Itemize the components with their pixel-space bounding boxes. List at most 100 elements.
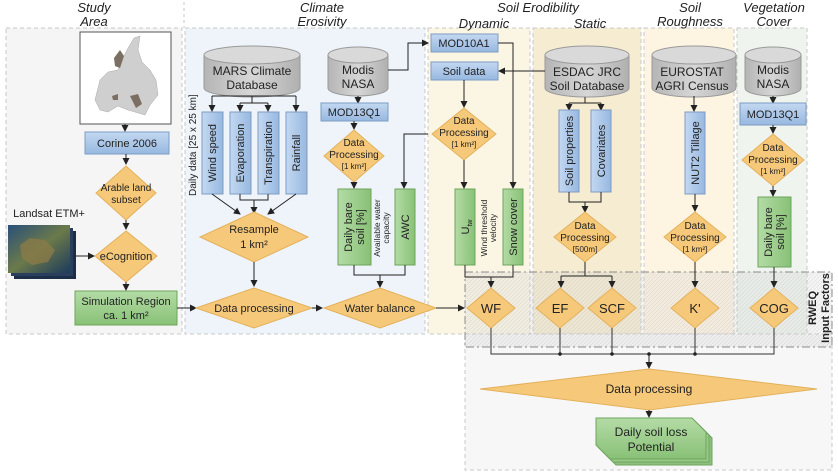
veg-modis-label-2: NASA	[757, 77, 790, 91]
arrow	[211, 193, 241, 215]
rainfall-label: Rainfall	[291, 135, 303, 172]
esdac-cylinder: ESDAC JRC Soil Database	[544, 45, 630, 98]
eurostat-cylinder: EUROSTAT AGRI Census	[651, 45, 737, 98]
static-proc-label-2: Processing	[560, 233, 609, 244]
connector	[212, 95, 296, 104]
static-proc-label-1: Data	[574, 221, 596, 232]
junction-dot	[558, 352, 562, 356]
snow-cover-label: Snow cover	[508, 198, 520, 256]
k-label: K'	[689, 301, 700, 316]
europe-map	[79, 31, 172, 125]
nut2-tillage-label: NUT2 Tillage	[690, 121, 702, 185]
simulation-label-2: ca. 1 km²	[103, 310, 149, 322]
utw-label: Utw	[460, 219, 474, 235]
climate-proc-label-2: Processing	[329, 150, 378, 161]
wind-speed-label: Wind speed	[207, 124, 219, 182]
dynamic-proc-label-3: [1 km²]	[452, 140, 476, 149]
mod10a1-label: MOD10A1	[438, 38, 489, 50]
junction-dot	[610, 352, 614, 356]
veg-proc-label-1: Data	[762, 143, 784, 154]
simulation-region-box	[74, 290, 178, 326]
corine-label: Corine 2006	[97, 138, 157, 150]
header-vegetation-2: Cover	[757, 14, 792, 29]
eurostat-label-1: EUROSTAT	[660, 65, 724, 79]
climate-proc-label-3: [1 km²]	[342, 162, 366, 171]
header-soil-erodibility: Soil Erodibility	[497, 0, 580, 15]
rainfall-box	[285, 111, 308, 195]
resample-label-2: 1 km²	[240, 239, 268, 251]
header-static: Static	[574, 16, 607, 31]
transpiration-label: Transpiration	[263, 121, 275, 185]
modis-label-2: NASA	[342, 77, 375, 91]
veg-bare-soil-label-2: soil [%]	[775, 214, 787, 249]
header-study-area-1: Study	[77, 0, 112, 15]
connector	[569, 97, 601, 104]
vegetation-modis-cylinder: Modis NASA	[744, 46, 802, 97]
mars-label-2: Database	[226, 78, 278, 92]
esdac-label-2: Soil Database	[550, 79, 625, 93]
roughness-column: EUROSTAT AGRI Census NUT2 Tillage Data P…	[651, 45, 737, 329]
scf-label: SCF	[599, 301, 625, 316]
output-label-1: Daily soil loss	[615, 425, 688, 439]
header-roughness-1: Soil	[679, 0, 702, 15]
climate-bare-soil-box	[337, 188, 372, 266]
water-balance-diamond	[322, 287, 438, 329]
arrow-to-awc	[400, 133, 428, 189]
evaporation-label: Evaporation	[235, 124, 247, 183]
veg-modis-label-1: Modis	[757, 63, 789, 77]
climate-bare-soil-label-2: soil [%]	[355, 209, 367, 244]
collector-lines	[490, 328, 775, 355]
cog-label: COG	[759, 301, 789, 316]
column-headers: Study Area Climate Erosivity Soil Erodib…	[77, 0, 804, 31]
header-dynamic: Dynamic	[459, 16, 510, 31]
header-climate-1: Climate	[300, 0, 344, 15]
awc-label: AWC	[400, 214, 412, 239]
veg-bare-soil-box	[757, 196, 792, 268]
header-vegetation-1: Vegetation	[743, 0, 805, 15]
landsat-image-stack	[8, 225, 76, 279]
awc-desc-label-2: capacity	[381, 212, 391, 244]
utw-desc-label-2: velocity	[488, 213, 498, 242]
junction-dot	[693, 352, 697, 356]
veg-proc-label-3: [1 km²]	[761, 167, 785, 176]
output-label-2: Potential	[628, 440, 675, 454]
dynamic-proc-label-2: Processing	[439, 128, 488, 139]
roughness-proc-label-3: [1 km²]	[683, 245, 707, 254]
veg-bare-soil-label-1: Daily bare	[763, 207, 775, 257]
roughness-proc-label-2: Processing	[670, 233, 719, 244]
awc-desc-label-1: Available water	[372, 199, 382, 257]
mars-database-cylinder: MARS Climate Database	[203, 45, 301, 98]
water-balance-label: Water balance	[345, 303, 416, 315]
esdac-label-1: ESDAC JRC	[553, 65, 621, 79]
soil-data-label: Soil data	[443, 66, 487, 78]
data-processing-diamond	[194, 287, 314, 329]
ecognition-label: eCognition	[100, 251, 153, 263]
connector	[561, 262, 612, 277]
data-processing-label: Data processing	[214, 303, 294, 315]
modis-label-1: Modis	[342, 63, 374, 77]
dynamic-proc-label-1: Data	[453, 116, 475, 127]
roughness-proc-label-1: Data	[684, 221, 706, 232]
study-area-column: Corine 2006 Arable land subset Landsat E…	[8, 31, 197, 326]
arrow-to-snow	[498, 42, 517, 189]
climate-bare-soil-label-1: Daily bare	[343, 202, 355, 252]
header-study-area-2: Area	[79, 14, 107, 29]
utw-sub: tw	[467, 219, 474, 227]
eurostat-label-2: AGRI Census	[655, 79, 728, 93]
climate-column: MARS Climate Database Daily data [25 x 2…	[188, 39, 465, 329]
simulation-label-1: Simulation Region	[81, 296, 170, 308]
arable-label-2: subset	[111, 195, 141, 206]
static-proc-label-3: [500m]	[573, 245, 597, 254]
soil-properties-label: Soil properties	[564, 115, 576, 186]
arable-label-1: Arable land	[101, 183, 152, 194]
dynamic-column: MOD10A1 Soil data Data Processing [1 km²…	[430, 33, 524, 329]
wf-label: WF	[481, 301, 501, 316]
mars-label-1: MARS Climate	[213, 64, 292, 78]
resample-label-1: Resample	[229, 224, 279, 236]
daily-data-label: Daily data [25 x 25 km]	[188, 94, 199, 196]
modis-nasa-cylinder: Modis NASA	[327, 46, 389, 97]
veg-mod13q1-label: MOD13Q1	[747, 109, 800, 121]
mod13q1-label: MOD13Q1	[328, 107, 381, 119]
veg-proc-label-2: Processing	[748, 155, 797, 166]
ef-label: EF	[552, 301, 569, 316]
